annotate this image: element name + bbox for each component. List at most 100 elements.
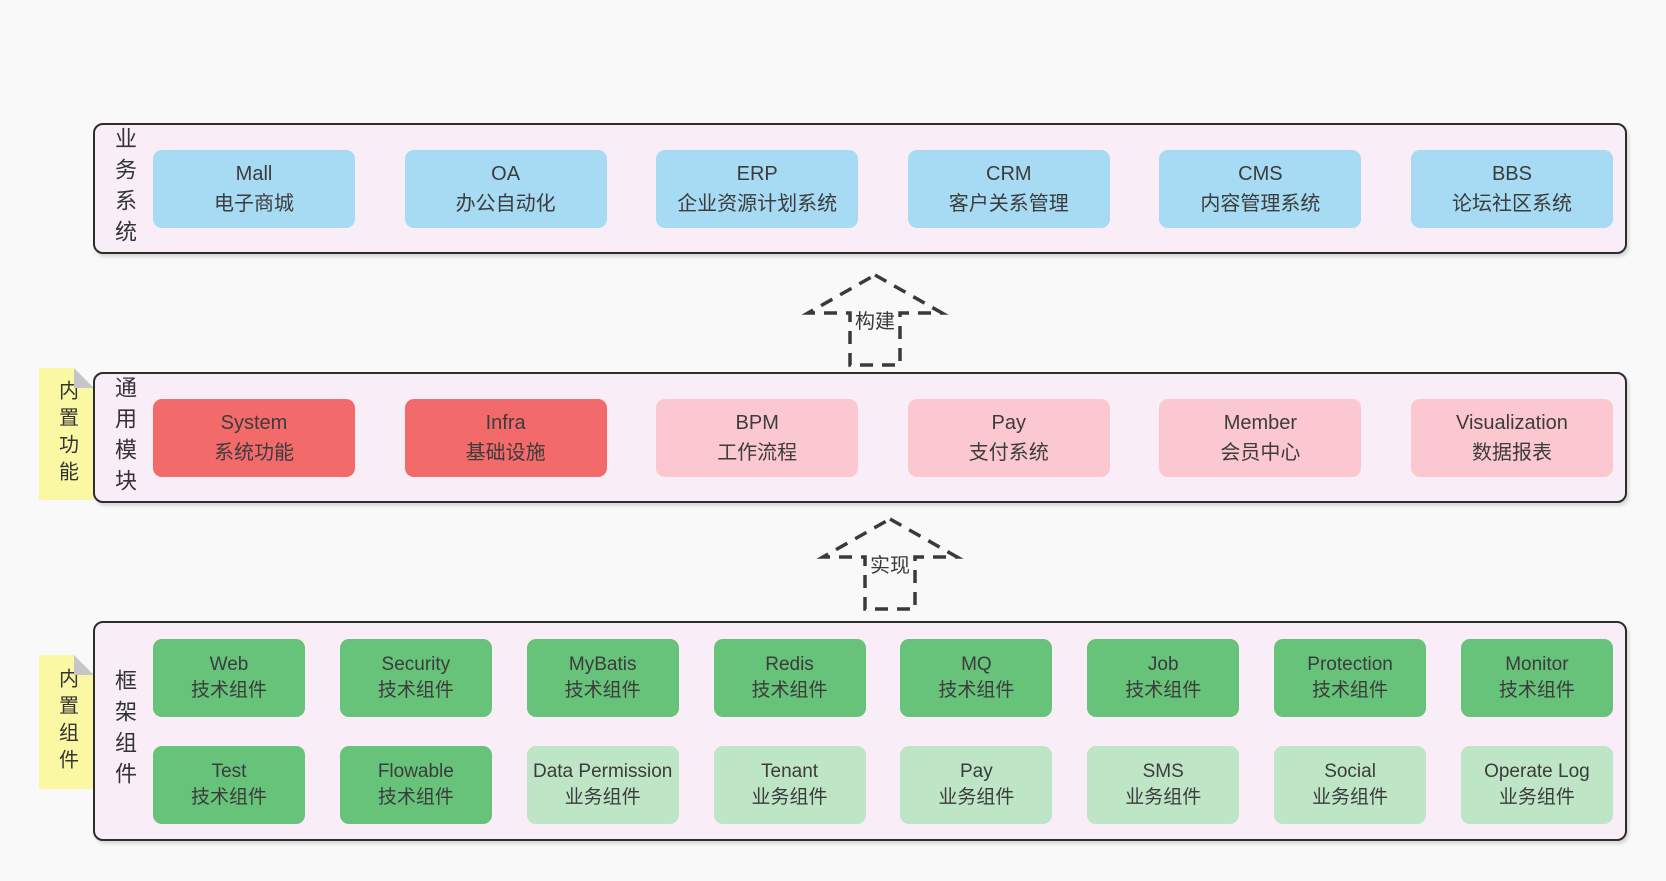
box-subtitle: 支付系统: [968, 441, 1049, 464]
box-bbs: BBS 论坛社区系统: [1410, 149, 1613, 228]
business-systems-label: 业务系统: [95, 125, 153, 252]
box-title: Security: [381, 653, 451, 675]
box-title: Operate Log: [1484, 760, 1590, 782]
framework-components-label: 框架组件: [95, 623, 153, 839]
box-operate-log: Operate Log 业务组件: [1460, 745, 1613, 824]
box-subtitle: 业务组件: [564, 786, 641, 808]
box-subtitle: 业务组件: [751, 786, 828, 808]
box-title: Flowable: [377, 760, 454, 782]
up-arrow-icon: [801, 272, 949, 367]
box-social: Social 业务组件: [1274, 745, 1427, 824]
box-mybatis: MyBatis 技术组件: [526, 638, 679, 717]
box-subtitle: 基础设施: [465, 441, 546, 464]
box-title: Visualization: [1456, 411, 1568, 434]
box-subtitle: 办公自动化: [455, 192, 556, 215]
framework-components-label-text: 框架组件: [112, 669, 137, 793]
box-subtitle: 技术组件: [190, 786, 267, 808]
box-title: SMS: [1142, 760, 1184, 782]
box-subtitle: 技术组件: [564, 679, 641, 701]
implement-arrow-label: 实现: [867, 548, 913, 579]
box-oa: OA 办公自动化: [404, 149, 607, 228]
box-subtitle: 内容管理系统: [1200, 192, 1321, 215]
box-title: CMS: [1238, 162, 1283, 185]
box-tenant: Tenant 业务组件: [713, 745, 866, 824]
box-subtitle: 技术组件: [1498, 679, 1575, 701]
box-cms: CMS 内容管理系统: [1159, 149, 1362, 228]
box-title: Social: [1324, 760, 1376, 782]
box-subtitle: 业务组件: [1498, 786, 1575, 808]
common-modules-label: 通用模块: [95, 374, 153, 501]
common-modules-label-text: 通用模块: [112, 375, 137, 500]
builtin-components-note-text: 内置组件: [55, 668, 78, 776]
box-bpm: BPM 工作流程: [656, 398, 859, 477]
box-subtitle: 工作流程: [717, 441, 798, 464]
note-fold-icon: [74, 368, 94, 388]
box-subtitle: 技术组件: [190, 679, 267, 701]
box-title: Monitor: [1505, 653, 1569, 675]
box-infra: Infra 基础设施: [404, 398, 607, 477]
box-subtitle: 技术组件: [1312, 679, 1389, 701]
box-flowable: Flowable 技术组件: [339, 745, 492, 824]
box-subtitle: 业务组件: [938, 786, 1015, 808]
box-title: BPM: [735, 411, 779, 434]
box-subtitle: 业务组件: [1312, 786, 1389, 808]
box-subtitle: 数据报表: [1471, 441, 1552, 464]
up-arrow-icon: [816, 516, 964, 611]
box-subtitle: 论坛社区系统: [1451, 192, 1572, 215]
box-data-permission: Data Permission 业务组件: [526, 745, 679, 824]
box-test: Test 技术组件: [153, 745, 305, 824]
box-subtitle: 技术组件: [377, 786, 454, 808]
box-redis: Redis 技术组件: [713, 638, 866, 717]
box-protection: Protection 技术组件: [1274, 638, 1427, 717]
implement-arrow: 实现: [816, 516, 964, 612]
box-title: Pay: [991, 411, 1027, 434]
box-subtitle: 业务组件: [1125, 786, 1202, 808]
box-subtitle: 技术组件: [377, 679, 454, 701]
note-fold-icon: [74, 655, 94, 675]
box-title: CRM: [986, 162, 1032, 185]
box-title: Pay: [960, 760, 993, 782]
box-title: MyBatis: [568, 653, 637, 675]
box-pay: Pay 支付系统: [907, 398, 1110, 477]
box-title: Mall: [235, 162, 273, 185]
box-title: Test: [211, 760, 247, 782]
builtin-components-note: 内置组件: [39, 655, 94, 789]
build-arrow-label: 构建: [852, 304, 898, 335]
business-systems-label-text: 业务系统: [112, 126, 137, 251]
box-subtitle: 技术组件: [938, 679, 1015, 701]
box-visualization: Visualization 数据报表: [1410, 398, 1613, 477]
box-subtitle: 企业资源计划系统: [677, 192, 838, 215]
box-title: Infra: [485, 411, 526, 434]
box-sms: SMS 业务组件: [1087, 745, 1240, 824]
box-title: BBS: [1491, 162, 1532, 185]
box-title: Data Permission: [532, 760, 673, 782]
box-title: Job: [1147, 653, 1179, 675]
box-subtitle: 技术组件: [751, 679, 828, 701]
box-title: Tenant: [761, 760, 819, 782]
box-monitor: Monitor 技术组件: [1460, 638, 1613, 717]
box-subtitle: 会员中心: [1220, 441, 1301, 464]
box-title: System: [220, 411, 288, 434]
build-arrow: 构建: [801, 272, 949, 368]
box-title: Redis: [765, 653, 814, 675]
builtin-features-note: 内置功能: [39, 368, 94, 500]
box-title: OA: [491, 162, 521, 185]
box-title: Protection: [1307, 653, 1393, 675]
box-pay: Pay 业务组件: [900, 745, 1053, 824]
